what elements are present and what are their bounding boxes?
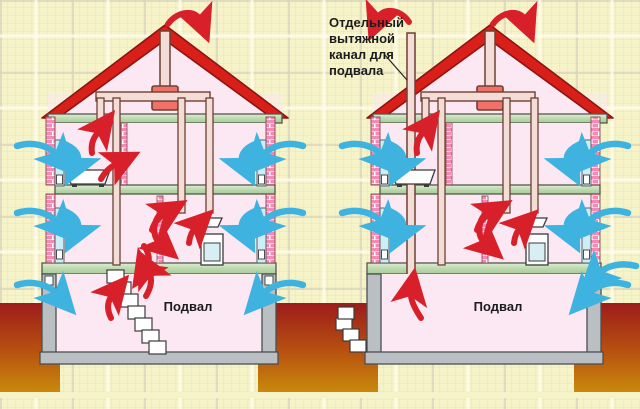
- range-hood: [521, 217, 549, 228]
- vent-grille: [583, 174, 590, 185]
- annotation-line-1: Отдельный: [329, 15, 404, 30]
- interior-partition: [481, 195, 489, 264]
- bathtub: [390, 169, 436, 187]
- vent-grille: [56, 249, 63, 260]
- range-hood: [196, 217, 224, 228]
- vent-grille: [583, 249, 590, 260]
- mid-floor-slab: [379, 184, 601, 195]
- roof-exhaust-arrow: [165, 0, 213, 44]
- bath-exhaust-arrow: [97, 151, 141, 186]
- stove-riser: [530, 97, 539, 214]
- basement-floor: [364, 351, 604, 365]
- kitchen-riser: [502, 97, 511, 214]
- foundation-wall-left: [366, 273, 382, 359]
- vent-grille: [56, 174, 63, 185]
- mid-floor-slab: [54, 184, 276, 195]
- attic-floor-slab: [47, 113, 283, 124]
- roof-exhaust-arrow: [490, 0, 538, 44]
- kitchen-return-arrow: [137, 209, 179, 260]
- bathroom-riser: [112, 97, 121, 266]
- kitchen-return-arrow: [462, 209, 504, 260]
- annotation-line-4: подвала: [329, 63, 384, 78]
- left-house: Подвал: [13, 0, 307, 365]
- stove: [525, 233, 549, 266]
- basement-vent-grille: [589, 275, 599, 286]
- basement-rise-arrow: [90, 274, 130, 321]
- vent-grille: [258, 249, 265, 260]
- supply-arrows: [338, 131, 640, 316]
- vent-grille: [258, 174, 265, 185]
- annotation-line-2: вытяжной: [329, 31, 395, 46]
- interior-partition: [120, 122, 128, 186]
- stove: [200, 233, 224, 266]
- basement-ceiling-slab: [366, 262, 602, 275]
- stove-draft-arrow: [498, 209, 539, 250]
- attic-collector-duct: [95, 91, 211, 102]
- basement-ceiling-slab: [41, 262, 277, 275]
- callout-leader-line: [384, 54, 408, 81]
- supply-arrows: [13, 131, 307, 316]
- vent-grille: [381, 174, 388, 185]
- basement-up-arrow: [137, 249, 172, 299]
- stove-riser: [205, 97, 214, 214]
- bathroom-riser: [437, 97, 446, 266]
- interior-partition: [156, 195, 164, 264]
- attic-collector-duct: [420, 91, 536, 102]
- basement-label: Подвал: [474, 299, 523, 314]
- basement-extract-arrow: [390, 267, 428, 321]
- stove-draft-arrow: [173, 209, 214, 250]
- kitchen-riser: [177, 97, 186, 214]
- annotation-line-3: канал для: [329, 47, 394, 62]
- basement: [364, 273, 604, 365]
- basement-duct-exhaust-arrow: [365, 0, 412, 42]
- right-house: Подвал: [335, 0, 640, 365]
- basement-label: Подвал: [164, 299, 213, 314]
- vent-grille: [381, 249, 388, 260]
- basement-vent-grille: [264, 275, 274, 286]
- annotation-callout: Отдельный вытяжной канал для подвала: [329, 15, 408, 81]
- separate-basement-exhaust-duct: [406, 32, 416, 292]
- exhaust-arrows: [77, 0, 214, 321]
- interior-partition: [445, 122, 453, 186]
- staircase: [335, 306, 367, 353]
